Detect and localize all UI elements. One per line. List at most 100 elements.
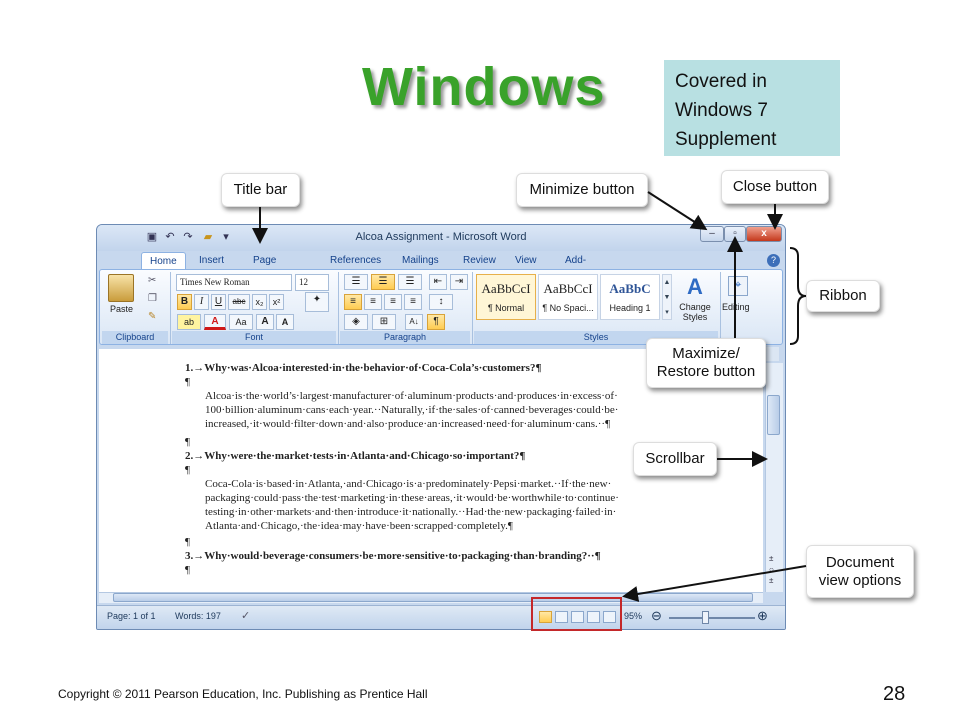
doc-line: ¶ <box>185 436 190 448</box>
doc-line: 100·billion·aluminum·cans·each·year.··Na… <box>205 404 619 416</box>
browse-object-icons[interactable]: ±○± <box>769 554 774 585</box>
callout-view-line-2: view options <box>818 571 902 589</box>
group-label-clipboard: Clipboard <box>102 331 168 344</box>
change-styles-button[interactable]: Change Styles <box>674 302 716 322</box>
draft-view-icon[interactable] <box>603 611 616 623</box>
callout-view-line-1: Document <box>825 553 895 571</box>
font-name-box[interactable]: Times New Roman <box>176 274 292 291</box>
line-spacing-icon[interactable]: ↕ <box>429 294 453 310</box>
zoom-slider[interactable] <box>669 617 755 619</box>
group-label-paragraph: Paragraph <box>340 331 470 344</box>
page-count-status[interactable]: Page: 1 of 1 <box>107 611 156 621</box>
title-bar[interactable]: Alcoa Assignment - Microsoft Word ▣ ↶ ↷ … <box>97 225 785 251</box>
callout-ribbon: Ribbon <box>806 280 880 312</box>
doc-line: ¶ <box>185 564 190 576</box>
styles-scroll-icon[interactable]: ▲▼▾ <box>662 274 672 320</box>
doc-line: increased,·it·would·filter·down·and·also… <box>205 418 611 430</box>
format-painter-icon[interactable]: ✎ <box>148 311 157 322</box>
decrease-indent-icon[interactable]: ⇤ <box>429 274 447 290</box>
tab-references[interactable]: References <box>330 255 382 266</box>
proofing-icon[interactable]: ✓ <box>241 610 251 622</box>
covered-note-line-1: Covered in <box>675 71 767 92</box>
grow-font-icon[interactable]: A <box>256 314 274 330</box>
covered-note-line-3: Supplement <box>675 129 777 150</box>
doc-line: 3.→Why·would·beverage·consumers·be·more·… <box>185 550 601 562</box>
paste-icon[interactable] <box>108 274 134 302</box>
change-case-icon[interactable]: Aa <box>229 314 253 330</box>
undo-icon[interactable]: ↶ <box>165 231 175 243</box>
tab-view[interactable]: View <box>515 255 537 266</box>
highlight-color-icon[interactable]: ab <box>177 314 201 330</box>
callout-close-button: Close button <box>721 170 829 204</box>
callout-maximize-line-2: Restore button <box>656 363 756 380</box>
change-styles-icon[interactable]: A <box>687 274 703 299</box>
print-layout-view-icon[interactable] <box>539 611 552 623</box>
strikethrough-icon[interactable]: abc <box>228 294 250 310</box>
view-ruler-icon[interactable] <box>765 347 779 361</box>
outline-view-icon[interactable] <box>587 611 600 623</box>
style-heading-1[interactable]: AaBbC Heading 1 <box>600 274 660 320</box>
italic-icon[interactable]: I <box>194 294 209 310</box>
footer-copyright: Copyright © 2011 Pearson Education, Inc.… <box>58 687 428 701</box>
callout-maximize-restore: Maximize/ Restore button <box>646 338 766 388</box>
tab-insert[interactable]: Insert <box>199 255 225 266</box>
word-count-status[interactable]: Words: 197 <box>175 611 221 621</box>
window-title: Alcoa Assignment - Microsoft Word <box>355 231 527 243</box>
borders-icon[interactable]: ⊞ <box>372 314 396 330</box>
style-preview: AaBbC <box>609 281 651 296</box>
arrow-minimize <box>647 191 708 231</box>
paste-label[interactable]: Paste <box>110 304 134 314</box>
superscript-icon[interactable]: x² <box>269 294 284 310</box>
align-left-icon[interactable]: ≡ <box>344 294 362 310</box>
subscript-icon[interactable]: x₂ <box>252 294 267 310</box>
horizontal-scroll-thumb[interactable] <box>113 593 753 602</box>
sort-icon[interactable]: A↓ <box>405 314 423 330</box>
tab-home[interactable]: Home <box>141 252 186 270</box>
style-no-spacing[interactable]: AaBbCcI ¶ No Spaci... <box>538 274 598 320</box>
underline-icon[interactable]: U <box>211 294 226 310</box>
save-icon[interactable]: ▣ <box>146 231 158 243</box>
bold-icon[interactable]: B <box>177 294 192 310</box>
full-screen-reading-view-icon[interactable] <box>555 611 568 623</box>
numbering-icon[interactable]: ☰ <box>371 274 395 290</box>
help-icon[interactable]: ? <box>767 254 780 267</box>
tab-mailings[interactable]: Mailings <box>402 255 439 266</box>
justify-icon[interactable]: ≡ <box>404 294 422 310</box>
show-hide-formatting-icon[interactable]: ¶ <box>427 314 445 330</box>
change-styles-label-2: Styles <box>682 312 708 322</box>
copy-icon[interactable]: ❐ <box>148 293 157 304</box>
zoom-slider-thumb[interactable] <box>702 611 709 624</box>
doc-line: Alcoa·is·the·world’s·largest·manufacture… <box>205 390 618 402</box>
customize-quick-access-icon[interactable]: ▾ <box>223 231 229 243</box>
zoom-in-icon[interactable]: ⊕ <box>757 608 768 623</box>
align-center-icon[interactable]: ≡ <box>364 294 382 310</box>
web-layout-view-icon[interactable] <box>571 611 584 623</box>
zoom-level[interactable]: 95% <box>624 611 643 621</box>
zoom-out-icon[interactable]: ⊖ <box>651 608 662 623</box>
change-styles-label-1: Change <box>679 302 711 312</box>
bullets-icon[interactable]: ☰ <box>344 274 368 290</box>
close-button[interactable]: x <box>746 226 782 242</box>
editing-icon[interactable]: ⌖ <box>728 276 748 296</box>
open-folder-icon[interactable]: ▰ <box>203 231 213 243</box>
ribbon-bracket <box>789 247 807 345</box>
style-normal[interactable]: AaBbCcI ¶ Normal <box>476 274 536 320</box>
tab-review[interactable]: Review <box>463 255 496 266</box>
vertical-scroll-thumb[interactable] <box>767 395 780 435</box>
style-name: ¶ No Spaci... <box>542 303 594 313</box>
increase-indent-icon[interactable]: ⇥ <box>450 274 468 290</box>
cut-icon[interactable]: ✂ <box>148 275 157 286</box>
callout-title-bar: Title bar <box>221 173 300 207</box>
align-right-icon[interactable]: ≡ <box>384 294 402 310</box>
shrink-font-icon[interactable]: A <box>276 314 294 330</box>
font-size-box[interactable]: 12 <box>295 274 329 291</box>
font-color-icon[interactable]: A <box>204 314 226 330</box>
callout-maximize-line-1: Maximize/ <box>672 345 740 362</box>
redo-icon[interactable]: ↷ <box>183 231 193 243</box>
multilevel-list-icon[interactable]: ☰ <box>398 274 422 290</box>
slide-title: Windows <box>362 57 606 117</box>
style-preview: AaBbCcI <box>481 281 531 296</box>
shading-icon[interactable]: ◈ <box>344 314 368 330</box>
clear-formatting-icon[interactable]: ✦ <box>305 292 329 312</box>
